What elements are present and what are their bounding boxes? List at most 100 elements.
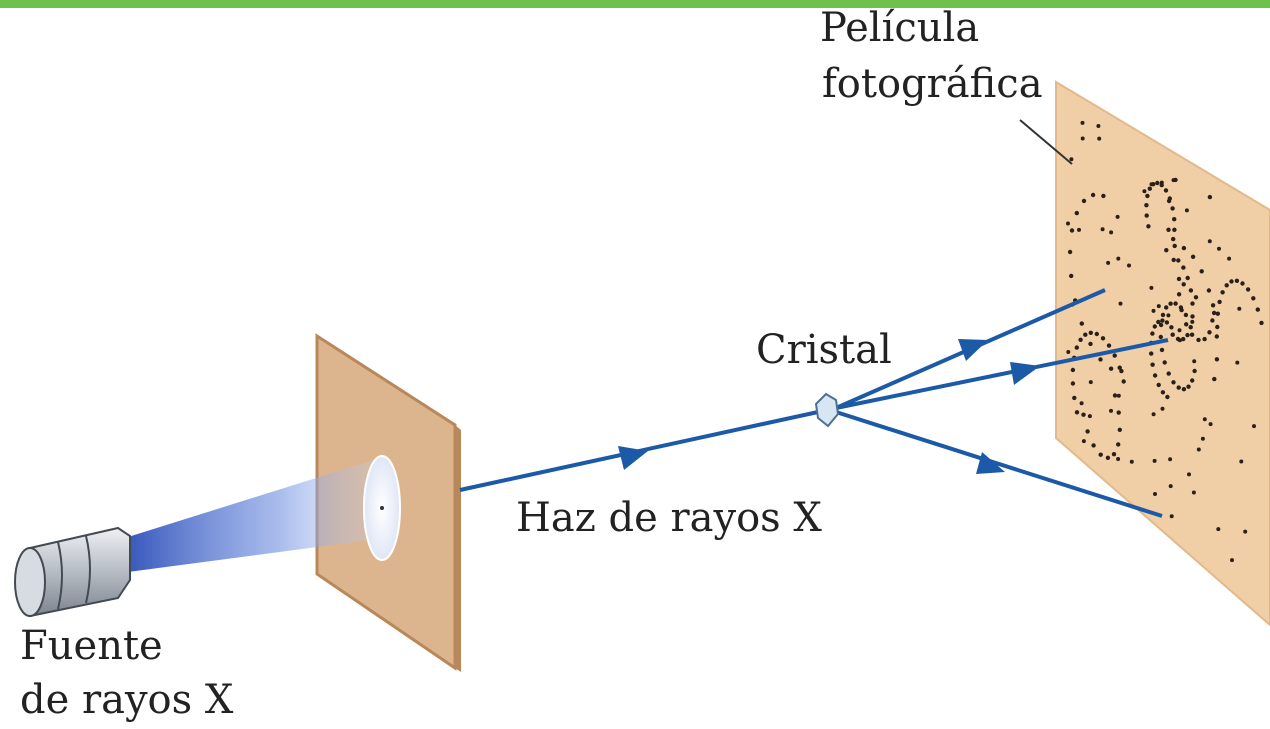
- diffraction-spot: [1181, 387, 1187, 392]
- diffraction-spot: [1159, 180, 1164, 185]
- diffraction-spot: [1191, 490, 1196, 495]
- diffraction-spot: [1151, 308, 1156, 313]
- diffraction-spot: [1112, 353, 1117, 358]
- diffraction-spot: [1112, 393, 1118, 398]
- diffraction-spot: [1202, 336, 1207, 342]
- diffraction-spot: [1160, 312, 1166, 318]
- diffraction-spot: [1081, 439, 1086, 444]
- diffraction-spot: [1100, 336, 1106, 341]
- diffraction-spot: [1098, 357, 1103, 362]
- diffraction-spot: [1117, 427, 1123, 432]
- diffraction-spot: [1177, 338, 1182, 343]
- diffraction-spot: [1129, 459, 1134, 464]
- diffraction-spot: [1190, 254, 1196, 259]
- diffraction-spot: [1166, 313, 1171, 318]
- diffraction-spot: [1146, 224, 1151, 229]
- top-accent-bar: [0, 0, 1270, 8]
- diffraction-spot: [1160, 406, 1165, 411]
- diffraction-spot: [1245, 287, 1251, 292]
- diffraction-spot: [1116, 256, 1121, 261]
- diffraction-spot: [1147, 186, 1153, 191]
- diffraction-spot: [1153, 492, 1157, 496]
- diffraction-spot: [1081, 198, 1087, 204]
- diffraction-spot: [1229, 279, 1234, 284]
- diffraction-spot: [1066, 350, 1071, 354]
- diffraction-spot: [1239, 459, 1244, 464]
- diffraction-spot: [1158, 334, 1164, 340]
- diffraction-spot: [1085, 429, 1090, 434]
- diffraction-spot: [1094, 331, 1100, 337]
- diffraction-spot: [1181, 265, 1186, 270]
- diffraction-spot: [1224, 283, 1229, 288]
- diffraction-spot: [1149, 351, 1154, 356]
- source-label-line1: Fuente: [20, 623, 163, 669]
- diffraction-spot: [1215, 324, 1220, 330]
- diffraction-spot: [1116, 442, 1121, 447]
- diffraction-spot: [1088, 330, 1094, 335]
- diffraction-spot: [1074, 210, 1080, 216]
- film-label-line2: fotográfica: [822, 61, 1043, 107]
- diffracted-beams: [835, 288, 1169, 518]
- diffraction-spot: [1074, 345, 1080, 350]
- diffraction-spot: [1240, 281, 1245, 286]
- diffraction-spot: [1098, 452, 1103, 457]
- diffraction-spot: [1181, 245, 1187, 251]
- diffraction-spot: [1149, 182, 1154, 187]
- diffraction-spot: [1164, 320, 1170, 325]
- diffraction-spot: [1096, 124, 1101, 128]
- diffraction-spot: [1199, 269, 1204, 274]
- diffraction-spot: [1121, 379, 1126, 384]
- diffraction-spot: [1144, 213, 1149, 218]
- diffraction-spot: [1144, 203, 1149, 208]
- diffraction-spot: [1069, 273, 1074, 279]
- diffraction-spot: [1091, 443, 1096, 448]
- diffraction-spot: [1169, 514, 1174, 519]
- diffraction-spot: [1168, 457, 1173, 462]
- diffraction-spot: [1190, 378, 1195, 383]
- diffraction-spot: [1185, 275, 1190, 281]
- diffraction-spot: [1079, 401, 1084, 406]
- diffraction-spot: [1166, 227, 1171, 232]
- diffraction-spot: [1172, 217, 1177, 222]
- diffraction-spot: [1207, 330, 1212, 335]
- diffraction-spot: [1070, 381, 1076, 386]
- diffraction-spot: [1109, 408, 1113, 413]
- diffraction-spot: [1212, 376, 1217, 382]
- diffraction-spot: [1237, 306, 1242, 311]
- diffraction-spot: [1211, 310, 1217, 316]
- diffraction-spot: [1116, 410, 1121, 415]
- diffraction-spot: [1072, 395, 1077, 401]
- diffraction-spot: [1171, 236, 1176, 242]
- diffraction-spot: [1159, 347, 1165, 353]
- diffraction-spot: [1111, 452, 1117, 457]
- diffraction-spot: [1078, 337, 1083, 342]
- diffraction-spot: [1251, 296, 1256, 301]
- x-ray-tube-icon: [14, 526, 131, 618]
- diffraction-spot: [1188, 288, 1194, 293]
- diffraction-spot: [1171, 178, 1176, 183]
- diffraction-spot: [1184, 208, 1189, 213]
- diffraction-spot: [1183, 312, 1189, 318]
- diffraction-spot: [1106, 343, 1112, 348]
- diffraction-spot: [1074, 410, 1080, 415]
- diffraction-spot: [1176, 258, 1181, 263]
- diffraction-spot: [1255, 307, 1261, 312]
- diffraction-spot: [1192, 368, 1197, 374]
- diffraction-spot: [1170, 332, 1175, 337]
- incident-beam: [459, 410, 819, 492]
- diffraction-spot: [1167, 196, 1173, 201]
- diffraction-spot: [1156, 382, 1161, 388]
- diffraction-spot: [1169, 325, 1174, 330]
- x-ray-cone: [128, 458, 380, 572]
- diffraction-spot: [1227, 256, 1232, 261]
- diffraction-spot: [1087, 414, 1092, 419]
- diffraction-spots: [1066, 120, 1264, 563]
- diffraction-spot: [1152, 324, 1158, 329]
- diffraction-spot: [1210, 303, 1216, 308]
- diffraction-spot: [1214, 334, 1220, 339]
- diffraction-spot: [1088, 380, 1093, 385]
- diffraction-spot: [1067, 249, 1073, 255]
- diffraction-spot: [1069, 228, 1075, 233]
- diffraction-spot: [1117, 365, 1122, 370]
- diffraction-spot: [1066, 221, 1070, 226]
